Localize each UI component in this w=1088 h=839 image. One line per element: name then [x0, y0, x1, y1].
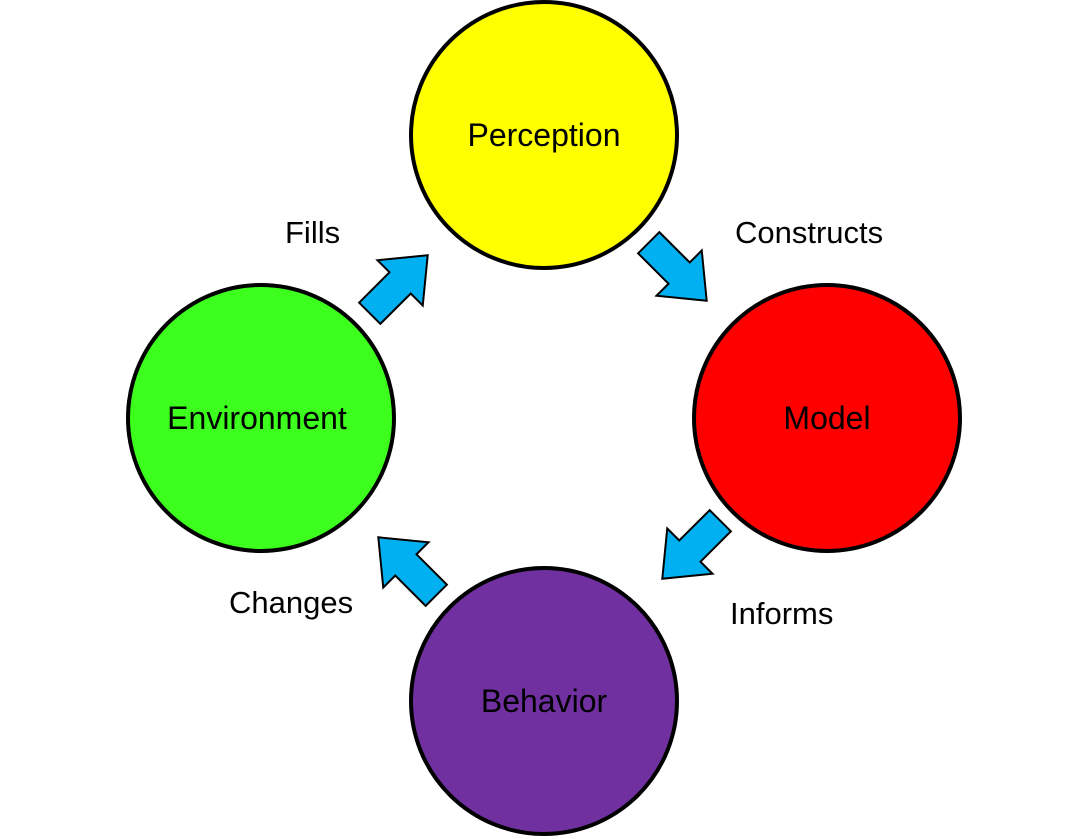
model-circle [692, 283, 962, 553]
arrow-up-right-icon [357, 254, 429, 326]
environment-label: Environment [167, 400, 347, 436]
edge-fills: Fills [285, 215, 429, 326]
fills-label: Fills [285, 215, 340, 250]
arrow-up-left-icon [377, 536, 449, 608]
edge-constructs: Constructs [636, 215, 883, 302]
behavior-label: Behavior [481, 683, 608, 719]
node-model: Model [692, 283, 962, 553]
perception-circle [409, 0, 679, 270]
model-label: Model [783, 400, 870, 436]
constructs-label: Constructs [735, 215, 883, 250]
changes-label: Changes [229, 585, 353, 620]
arrow-down-left-icon [661, 508, 733, 580]
informs-label: Informs [730, 596, 833, 631]
arrow-down-right-icon [636, 230, 708, 302]
node-perception: Perception [409, 0, 679, 270]
perception-label: Perception [468, 117, 621, 153]
node-environment: Environment [126, 283, 396, 553]
node-behavior: Behavior [409, 566, 679, 836]
edge-changes: Changes [229, 536, 449, 620]
environment-circle [126, 283, 396, 553]
edge-informs: Informs [661, 508, 833, 631]
behavior-circle [409, 566, 679, 836]
